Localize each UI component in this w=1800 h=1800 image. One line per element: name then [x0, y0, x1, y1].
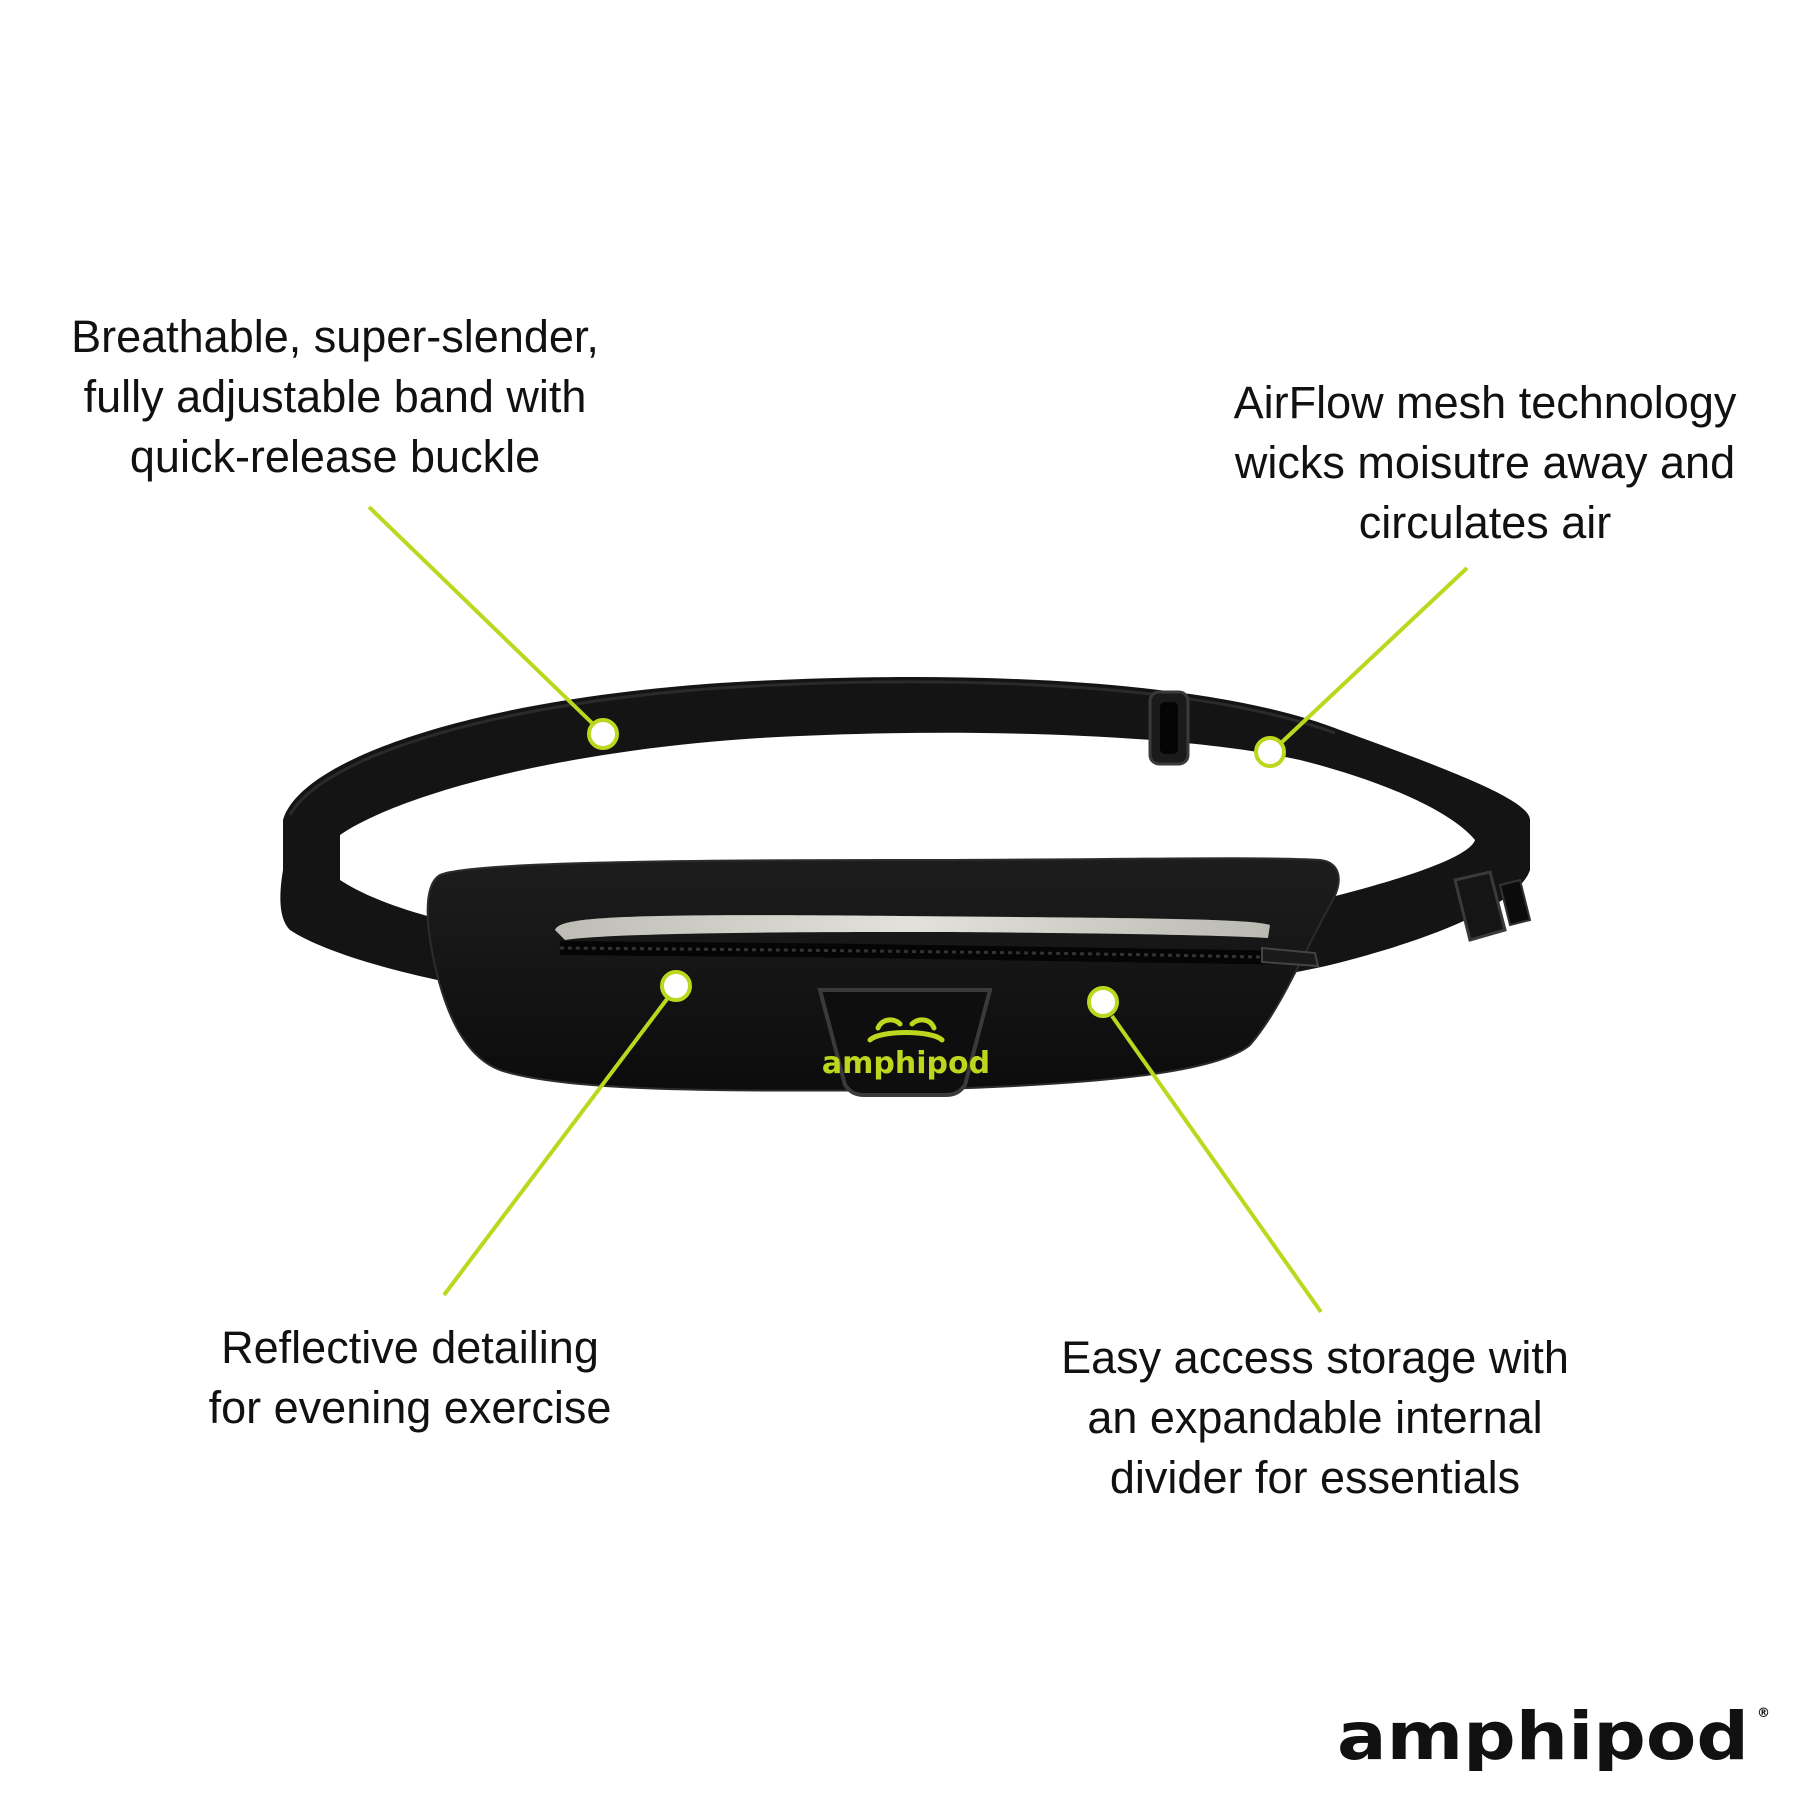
callout-reflective-line-2: for evening exercise: [208, 1382, 612, 1433]
quick-release-buckle: [1453, 870, 1532, 942]
callout-storage-line-3: divider for essentials: [1109, 1452, 1521, 1503]
callout-mesh-line-3: circulates air: [1358, 497, 1612, 548]
callout-reflective-detailing: Reflective detailing for evening exercis…: [150, 1318, 670, 1438]
callout-leaders: [367, 505, 1469, 1314]
leader-dot-mesh: [1254, 736, 1286, 768]
callout-reflective-line-1: Reflective detailing: [221, 1322, 599, 1373]
callout-mesh-technology: AirFlow mesh technology wicks moisutre a…: [1185, 373, 1785, 553]
callout-storage: Easy access storage with an expandable i…: [1000, 1328, 1630, 1508]
callout-storage-line-2: an expandable internal: [1087, 1392, 1543, 1443]
pouch-logo-text: amphipod: [822, 1046, 990, 1081]
callout-band-line-2: fully adjustable band with: [83, 371, 587, 422]
strap-adjuster: [1148, 690, 1190, 766]
callout-band-line-3: quick-release buckle: [129, 431, 541, 482]
leader-line-storage: [1110, 1014, 1323, 1314]
brand-logo-text: amphipod: [1337, 1703, 1749, 1771]
leader-dot-band: [587, 718, 619, 750]
leader-dot-storage: [1087, 986, 1119, 1018]
callout-mesh-line-2: wicks moisutre away and: [1234, 437, 1736, 488]
callout-mesh-line-1: AirFlow mesh technology: [1233, 377, 1737, 428]
registered-mark: ®: [1757, 1706, 1770, 1721]
callout-band-features: Breathable, super-slender, fully adjusta…: [30, 307, 640, 487]
leader-dot-reflective: [660, 970, 692, 1002]
pouch-logo-tab: amphipod: [817, 988, 993, 1097]
amphipod-brand-logo: amphipod ®: [1337, 1703, 1770, 1771]
leader-line-mesh: [1280, 566, 1469, 744]
callout-band-line-1: Breathable, super-slender,: [71, 311, 599, 362]
leader-line-reflective: [442, 997, 669, 1297]
leader-line-band: [367, 505, 594, 725]
callout-storage-line-1: Easy access storage with: [1061, 1332, 1569, 1383]
reflective-strip: [555, 915, 1270, 940]
amphipod-frog-icon: [867, 1017, 945, 1043]
